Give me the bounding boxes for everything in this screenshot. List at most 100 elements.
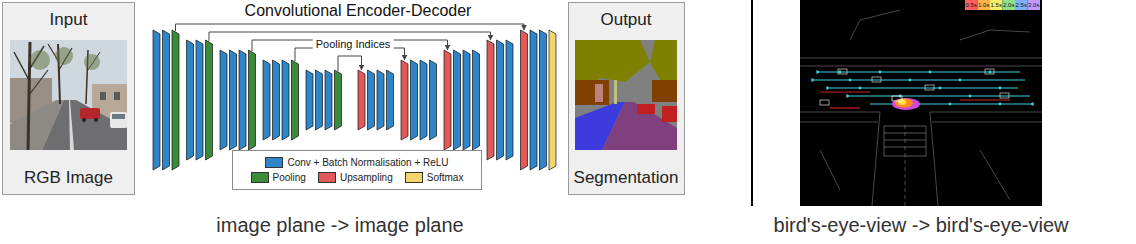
birds-eye-view-image bbox=[884, 133, 926, 134]
layer-slab bbox=[196, 40, 203, 160]
birds-eye-view-image bbox=[800, 0, 1042, 206]
segmentation-map bbox=[652, 80, 677, 102]
layer-slab bbox=[273, 60, 280, 140]
birds-eye-view-image bbox=[965, 0, 978, 10]
legend-swatch bbox=[251, 172, 269, 183]
layer-slab bbox=[239, 50, 246, 150]
panel-background bbox=[568, 2, 684, 195]
layer-slab bbox=[521, 30, 528, 170]
birds-eye-view-image bbox=[980, 150, 1010, 200]
birds-eye-view-image bbox=[800, 58, 1042, 59]
birds-eye-view-image bbox=[800, 0, 1042, 206]
segmentation-map bbox=[575, 80, 609, 105]
street-photo bbox=[69, 100, 74, 150]
legend-swatch bbox=[265, 157, 283, 168]
layer-slab bbox=[153, 30, 160, 170]
pooling-arrow bbox=[338, 56, 362, 71]
street-photo bbox=[14, 52, 29, 80]
birds-eye-view-image bbox=[1015, 0, 1028, 10]
street-photo bbox=[30, 50, 50, 70]
colorbar-tick: 3.0s bbox=[1028, 2, 1039, 9]
panel-box: OutputSegmentation bbox=[568, 2, 685, 195]
colorbar-tick: 2.0s bbox=[1003, 2, 1014, 9]
birds-eye-view-image bbox=[800, 112, 880, 113]
legend-text: Pooling bbox=[273, 172, 306, 183]
layer-slab bbox=[358, 70, 365, 130]
legend-text: Softmax bbox=[427, 172, 464, 183]
layer-slab bbox=[172, 30, 179, 170]
birds-eye-view-image bbox=[820, 100, 829, 105]
birds-eye-view-image bbox=[929, 71, 932, 74]
layer-slab bbox=[487, 40, 494, 160]
birds-eye-view-image bbox=[999, 87, 1002, 90]
panel-caption: RGB Image bbox=[3, 168, 134, 188]
birds-eye-view-image bbox=[830, 88, 1018, 89]
layer-slab bbox=[153, 30, 556, 170]
birds-eye-view-image bbox=[859, 87, 862, 90]
birds-eye-view-image bbox=[879, 71, 882, 74]
birds-eye-view-image bbox=[884, 147, 926, 148]
birds-eye-view-image bbox=[965, 0, 1040, 10]
birds-eye-view-image bbox=[838, 69, 847, 74]
colorbar-tick: 1.5s bbox=[991, 2, 1002, 9]
colorbar-tick: 0.5s bbox=[966, 2, 977, 9]
birds-eye-view-image bbox=[930, 112, 938, 206]
birds-eye-view-image bbox=[1000, 93, 1009, 98]
street-photo bbox=[28, 42, 30, 150]
birds-eye-view-image bbox=[990, 0, 1003, 10]
birds-eye-view-image bbox=[1028, 0, 1041, 10]
birds-eye-view-image bbox=[884, 140, 926, 141]
birds-eye-view-image bbox=[884, 126, 926, 156]
layer-slab bbox=[377, 70, 384, 130]
layer-slab bbox=[316, 70, 323, 130]
layer-slab bbox=[163, 30, 170, 170]
legend-swatch bbox=[318, 172, 336, 183]
street-photo bbox=[55, 47, 73, 65]
legend-item: Conv + Batch Normalisation + ReLU bbox=[245, 157, 469, 168]
street-photo bbox=[110, 112, 127, 128]
birds-eye-view-image bbox=[978, 0, 991, 10]
birds-eye-view-image bbox=[960, 30, 1030, 40]
caption-text: bird's-eye-view -> bird's-eye-view bbox=[774, 213, 1069, 237]
layer-slab bbox=[430, 60, 437, 140]
birds-eye-view-image bbox=[1003, 0, 1016, 10]
street-photo bbox=[84, 54, 100, 70]
panel-title: Input bbox=[3, 10, 134, 30]
segmentation-map bbox=[595, 84, 603, 102]
street-photo bbox=[80, 108, 100, 119]
panel-background bbox=[2, 2, 135, 195]
layer-slab bbox=[368, 70, 375, 130]
layer-slab bbox=[206, 40, 213, 160]
layer-slab bbox=[335, 70, 342, 130]
layer-slab bbox=[230, 50, 237, 150]
legend-text: Conv + Batch Normalisation + ReLU bbox=[287, 157, 448, 168]
layer-slab bbox=[263, 60, 270, 140]
birds-eye-view-image bbox=[820, 150, 840, 190]
birds-eye-view-image bbox=[999, 103, 1002, 106]
birds-eye-view-image bbox=[872, 77, 881, 82]
street-photo bbox=[94, 118, 98, 122]
street-photo bbox=[10, 40, 127, 150]
layer-slab bbox=[187, 40, 194, 160]
colorbar-tick: 1.0s bbox=[978, 2, 989, 9]
birds-eye-view-image bbox=[892, 96, 920, 110]
birds-eye-view-image bbox=[989, 71, 992, 74]
birds-eye-view-image bbox=[815, 80, 1025, 81]
birds-eye-view-image bbox=[820, 91, 870, 92]
birds-eye-view-image bbox=[815, 72, 1030, 104]
birds-eye-view-image bbox=[960, 99, 1010, 100]
street-photo bbox=[100, 92, 106, 100]
segmentation-map bbox=[575, 40, 677, 150]
legend-box: Conv + Batch Normalisation + ReLU Pooling… bbox=[232, 150, 482, 190]
birds-eye-view-image bbox=[892, 98, 920, 110]
segmentation-map bbox=[602, 102, 677, 150]
birds-eye-view-image bbox=[849, 79, 852, 82]
layer-slab bbox=[292, 60, 299, 140]
layer-slab bbox=[463, 50, 470, 150]
segmentation-map bbox=[650, 40, 677, 84]
birds-eye-view-image bbox=[839, 71, 842, 74]
legend-item: Upsampling bbox=[318, 172, 393, 183]
birds-eye-view-image bbox=[959, 79, 962, 82]
birds-eye-view-image bbox=[939, 87, 942, 90]
